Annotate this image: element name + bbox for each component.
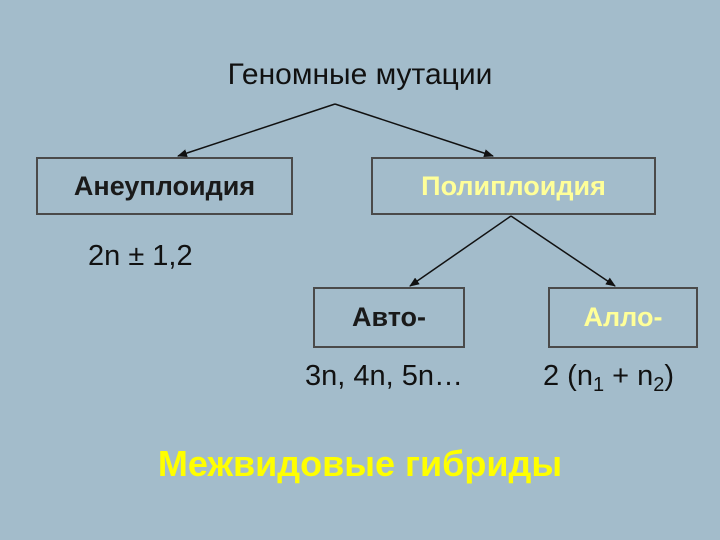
allo-formula-sub2: 2 xyxy=(653,374,665,396)
allopolyploidy-label: Алло- xyxy=(583,302,663,332)
arrow-to-auto xyxy=(409,215,512,287)
allo-formula-sub1: 1 xyxy=(592,374,605,396)
allo-formula-suffix: ) xyxy=(664,360,675,392)
arrow-to-polyploidy xyxy=(334,103,494,157)
allopolyploidy-formula: 2 (n1 + n2) xyxy=(543,360,675,396)
interspecific-hybrids-label: Межвидовые гибриды xyxy=(157,443,563,484)
aneuploidy-formula: 2n ± 1,2 xyxy=(88,240,193,272)
autopolyploidy-box: Авто- xyxy=(313,287,465,348)
arrow-to-allo xyxy=(510,215,616,287)
allo-formula-mid: + n xyxy=(604,360,654,392)
arrow-to-aneuploidy xyxy=(177,103,336,157)
autopolyploidy-formula: 3n, 4n, 5n… xyxy=(305,360,463,392)
diagram-title: Геномные мутации xyxy=(227,58,493,91)
autopolyploidy-label: Авто- xyxy=(351,302,427,332)
polyploidy-label: Полиплоидия xyxy=(421,170,606,201)
polyploidy-box: Полиплоидия xyxy=(371,157,656,215)
aneuploidy-box: Анеуплоидия xyxy=(36,157,293,215)
allo-formula-prefix: 2 (n xyxy=(543,360,593,392)
aneuploidy-label: Анеуплоидия xyxy=(73,170,256,201)
allopolyploidy-box: Алло- xyxy=(548,287,698,348)
